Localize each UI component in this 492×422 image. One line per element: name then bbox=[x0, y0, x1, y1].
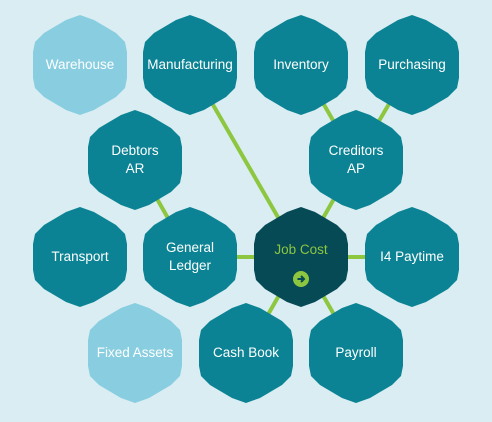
module-manufacturing[interactable]: Manufacturing bbox=[143, 15, 237, 115]
module-creditors-ap[interactable]: Creditors AP bbox=[309, 110, 403, 210]
module-warehouse[interactable]: Warehouse bbox=[33, 15, 127, 115]
module-general-ledger[interactable]: General Ledger bbox=[143, 207, 237, 307]
module-job-cost[interactable]: Job Cost bbox=[254, 207, 348, 307]
module-label: Payroll bbox=[335, 345, 377, 360]
arrow-right-circle-icon[interactable] bbox=[293, 271, 309, 287]
module-i4-paytime[interactable]: I4 Paytime bbox=[365, 207, 459, 307]
module-label: Purchasing bbox=[378, 57, 446, 72]
module-cash-book[interactable]: Cash Book bbox=[199, 303, 293, 403]
module-label: Debtors AR bbox=[111, 143, 159, 176]
module-label: I4 Paytime bbox=[380, 249, 444, 264]
module-label: Warehouse bbox=[45, 57, 115, 72]
module-fixed-assets[interactable]: Fixed Assets bbox=[88, 303, 182, 403]
module-label: Cash Book bbox=[212, 345, 280, 360]
module-label: Creditors AP bbox=[328, 143, 384, 176]
module-payroll[interactable]: Payroll bbox=[309, 303, 403, 403]
module-label: Manufacturing bbox=[147, 57, 233, 72]
module-inventory[interactable]: Inventory bbox=[254, 15, 348, 115]
module-label: General Ledger bbox=[165, 240, 215, 273]
module-label: Fixed Assets bbox=[96, 345, 174, 360]
module-purchasing[interactable]: Purchasing bbox=[365, 15, 459, 115]
module-transport[interactable]: Transport bbox=[33, 207, 127, 307]
module-label: Transport bbox=[51, 249, 109, 264]
module-label: Inventory bbox=[273, 57, 329, 72]
module-label: Job Cost bbox=[274, 242, 328, 257]
module-debtors-ar[interactable]: Debtors AR bbox=[88, 110, 182, 210]
